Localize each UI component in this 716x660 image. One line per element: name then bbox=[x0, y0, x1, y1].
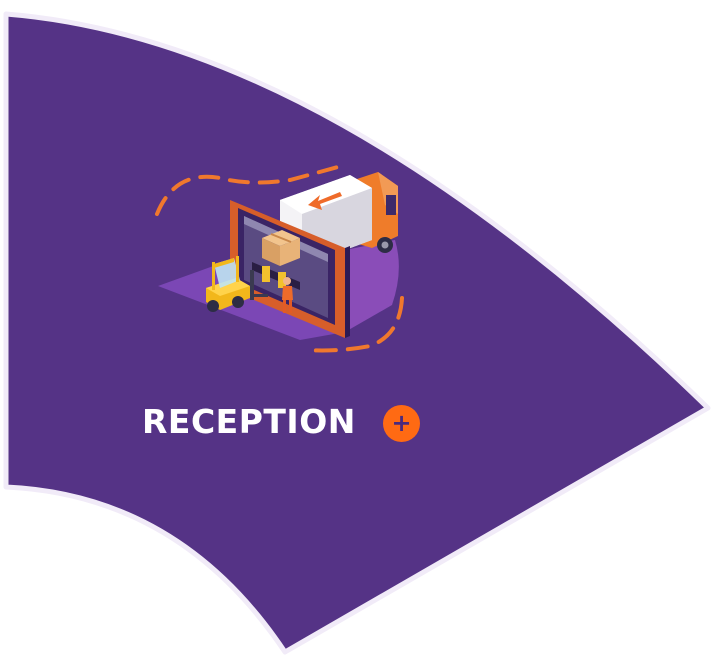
segment-label: RECEPTION bbox=[142, 402, 356, 441]
segment-background[interactable] bbox=[3, 11, 711, 655]
loading-dock-illustration-icon bbox=[155, 163, 404, 353]
expand-plus-button[interactable]: + bbox=[383, 405, 420, 442]
